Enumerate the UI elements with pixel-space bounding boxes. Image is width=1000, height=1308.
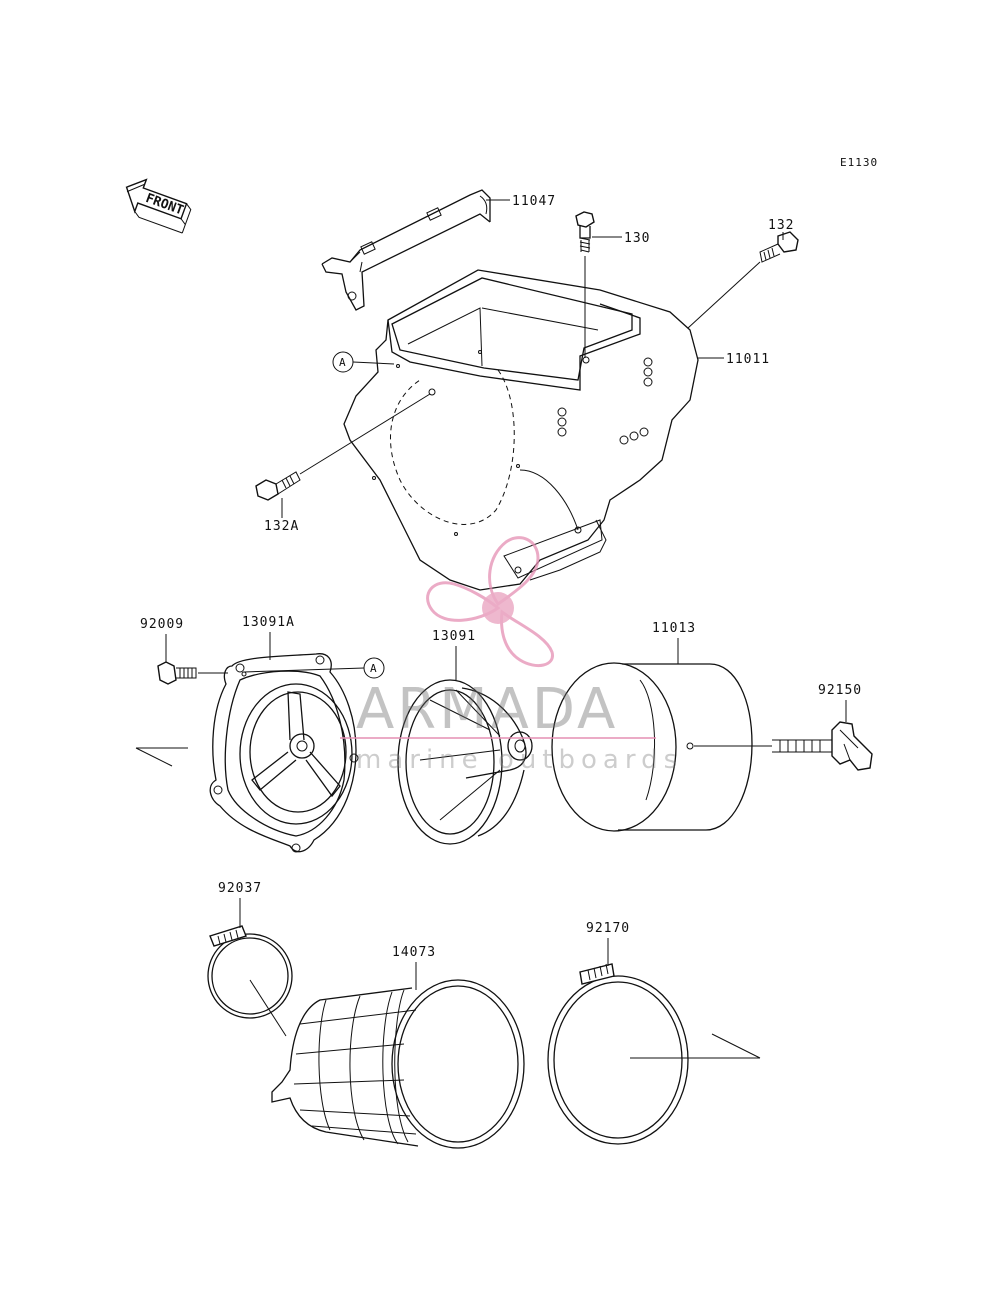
svg-text:A: A bbox=[370, 662, 378, 675]
label-92037: 92037 bbox=[218, 881, 262, 896]
callout-a-lower: A bbox=[243, 657, 385, 679]
part-92037-hose-clamp bbox=[207, 925, 293, 1019]
label-11047: 11047 bbox=[512, 194, 556, 209]
part-11011-air-box bbox=[343, 269, 699, 591]
label-92009: 92009 bbox=[140, 617, 184, 632]
label-130: 130 bbox=[624, 231, 650, 246]
diagram-code: E1130 bbox=[840, 156, 878, 169]
part-92009-bolt bbox=[157, 661, 197, 685]
label-92150: 92150 bbox=[818, 683, 862, 698]
part-132a-bolt bbox=[255, 471, 301, 501]
part-92170-clamp bbox=[547, 963, 689, 1145]
part-11013-filter bbox=[551, 662, 753, 832]
callout-a-upper: A bbox=[332, 351, 395, 373]
label-11011: 11011 bbox=[726, 352, 770, 367]
label-11013: 11013 bbox=[652, 621, 696, 636]
part-130-bolt bbox=[575, 211, 595, 253]
part-92150-wing-bolt bbox=[772, 721, 873, 771]
part-11047-bracket bbox=[321, 189, 491, 311]
watermark-tagline: marine outboards bbox=[356, 745, 683, 775]
part-13091a-backing-plate bbox=[209, 653, 359, 853]
part-13091-cone bbox=[397, 679, 533, 845]
armada-watermark-logo: ARMADA marine outboards bbox=[340, 536, 683, 775]
part-132-bolt bbox=[759, 231, 799, 263]
svg-text:A: A bbox=[339, 356, 347, 369]
propeller-icon bbox=[426, 536, 554, 668]
front-arrow-icon: FRONT bbox=[125, 178, 192, 234]
label-132: 132 bbox=[768, 218, 794, 233]
part-14073-duct bbox=[271, 979, 525, 1149]
label-13091: 13091 bbox=[432, 629, 476, 644]
label-13091a: 13091A bbox=[242, 615, 295, 630]
label-92170: 92170 bbox=[586, 921, 630, 936]
label-132a: 132A bbox=[264, 519, 299, 534]
watermark-brand: ARMADA bbox=[356, 677, 618, 742]
label-14073: 14073 bbox=[392, 945, 436, 960]
